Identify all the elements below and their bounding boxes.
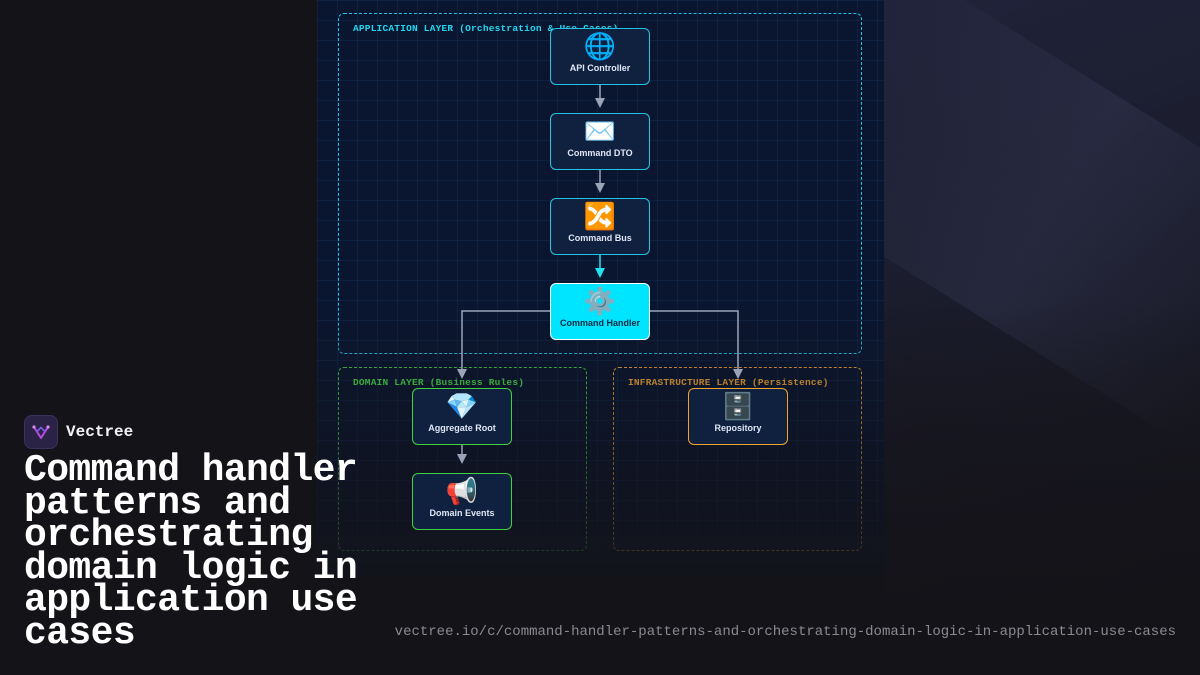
aggregate-root-label: Aggregate Root xyxy=(428,423,496,433)
gear-icon: ⚙️ xyxy=(583,286,617,316)
brand-name: Vectree xyxy=(66,423,134,441)
brand: Vectree xyxy=(24,415,133,449)
shuffle-icon: 🔀 xyxy=(583,201,617,231)
command-handler-label: Command Handler xyxy=(559,318,640,328)
command-dto-label: Command DTO xyxy=(567,148,633,158)
envelope-icon: ✉️ xyxy=(583,116,617,146)
command-handler-node: ⚙️ Command Handler xyxy=(550,283,650,340)
domain-events-label: Domain Events xyxy=(429,508,495,518)
command-bus-label: Command Bus xyxy=(568,233,632,243)
api-controller-node: 🌐 API Controller xyxy=(550,28,650,85)
page-title: Command handler patterns and orchestrati… xyxy=(24,449,358,655)
api-controller-label: API Controller xyxy=(569,63,631,73)
gem-icon: 💎 xyxy=(445,391,479,421)
vectree-logo-icon xyxy=(24,415,58,449)
aggregate-root-node: 💎 Aggregate Root xyxy=(412,388,512,445)
application-layer-title: APPLICATION LAYER (Orchestration & Use C… xyxy=(353,23,619,34)
arrow-handler-to-repository xyxy=(650,310,743,379)
command-bus-node: 🔀 Command Bus xyxy=(550,198,650,255)
command-dto-node: ✉️ Command DTO xyxy=(550,113,650,170)
megaphone-icon: 📢 xyxy=(445,476,479,506)
globe-icon: 🌐 xyxy=(583,31,617,61)
arrow-handler-to-aggregate xyxy=(457,310,550,379)
repository-label: Repository xyxy=(714,423,762,433)
domain-events-node: 📢 Domain Events xyxy=(412,473,512,530)
page-url[interactable]: vectree.io/c/command-handler-patterns-an… xyxy=(394,624,1176,640)
repository-node: 🗄️ Repository xyxy=(688,388,788,445)
file-cabinet-icon: 🗄️ xyxy=(721,391,755,421)
